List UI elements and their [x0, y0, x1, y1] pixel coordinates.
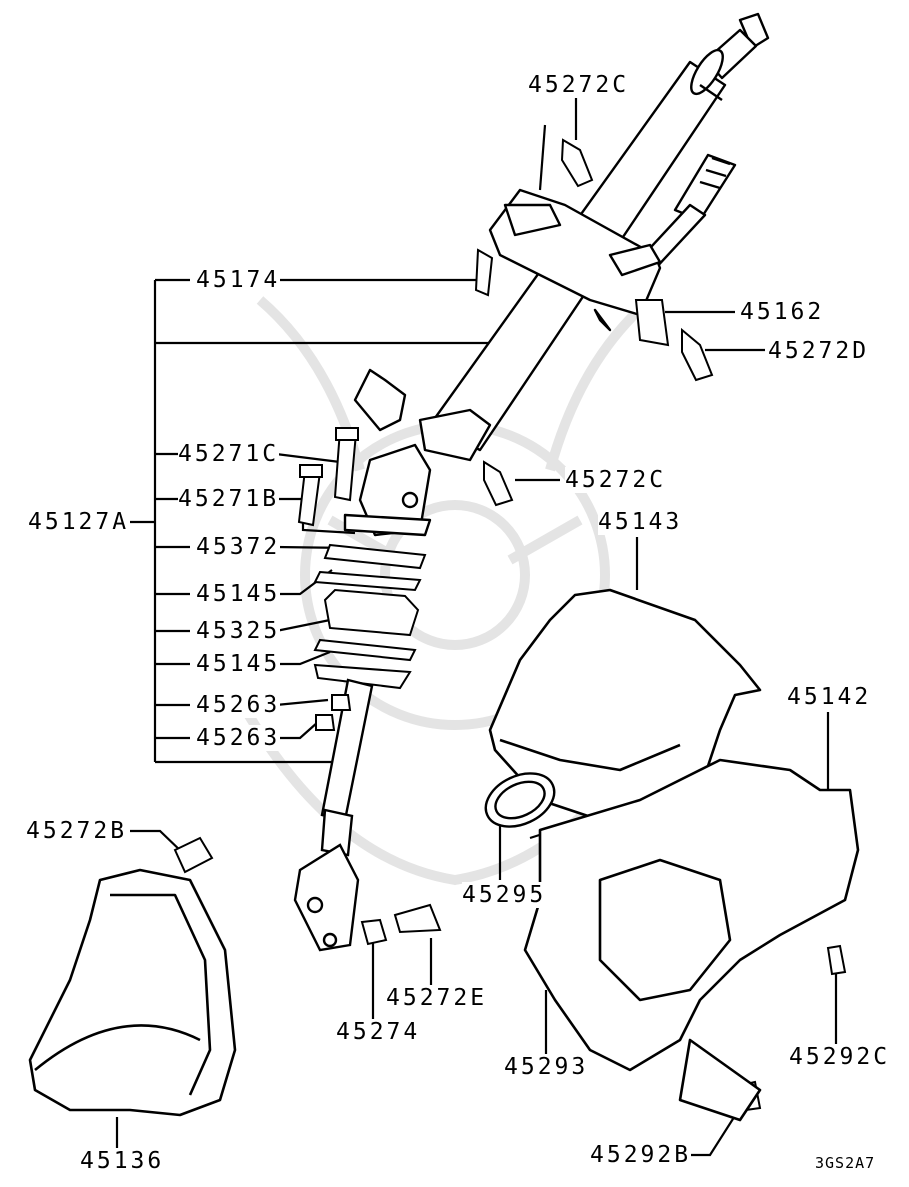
- callout-45271C: 45271C: [178, 441, 280, 467]
- column-boot-cover: [28, 868, 237, 1117]
- callout-45274: 45274: [336, 1019, 421, 1045]
- ring-seal: [484, 772, 556, 828]
- callout-45263-b: 45263: [196, 725, 281, 751]
- steering-column-shaft: [343, 12, 770, 537]
- callout-45372: 45372: [196, 534, 281, 560]
- callout-45272C-mid: 45272C: [565, 467, 667, 493]
- callout-45272D: 45272D: [768, 338, 870, 364]
- callout-45174: 45174: [196, 267, 281, 293]
- callout-45272E: 45272E: [386, 985, 488, 1011]
- callout-45272B: 45272B: [26, 818, 128, 844]
- callout-45271B: 45271B: [178, 486, 280, 512]
- callout-45162: 45162: [740, 299, 825, 325]
- callout-45325: 45325: [196, 618, 281, 644]
- upper-column-cover: [488, 588, 762, 822]
- callout-45127A: 45127A: [28, 509, 130, 535]
- callout-45272C-top: 45272C: [528, 72, 630, 98]
- lower-column-cover: [523, 758, 860, 1122]
- callout-45263-a: 45263: [196, 692, 281, 718]
- callout-45292B: 45292B: [590, 1142, 692, 1168]
- callout-45136: 45136: [80, 1148, 165, 1174]
- callout-45142: 45142: [787, 684, 872, 710]
- callout-45145-a: 45145: [196, 581, 281, 607]
- callout-45292C: 45292C: [789, 1044, 891, 1070]
- callout-45143: 45143: [598, 509, 683, 535]
- intermediate-shaft: [293, 678, 374, 952]
- callout-45293: 45293: [504, 1054, 589, 1080]
- callout-45295: 45295: [462, 882, 547, 908]
- spacer-plates: [313, 543, 427, 690]
- diagram-code: 3GS2A7: [815, 1154, 875, 1172]
- callout-45145-b: 45145: [196, 651, 281, 677]
